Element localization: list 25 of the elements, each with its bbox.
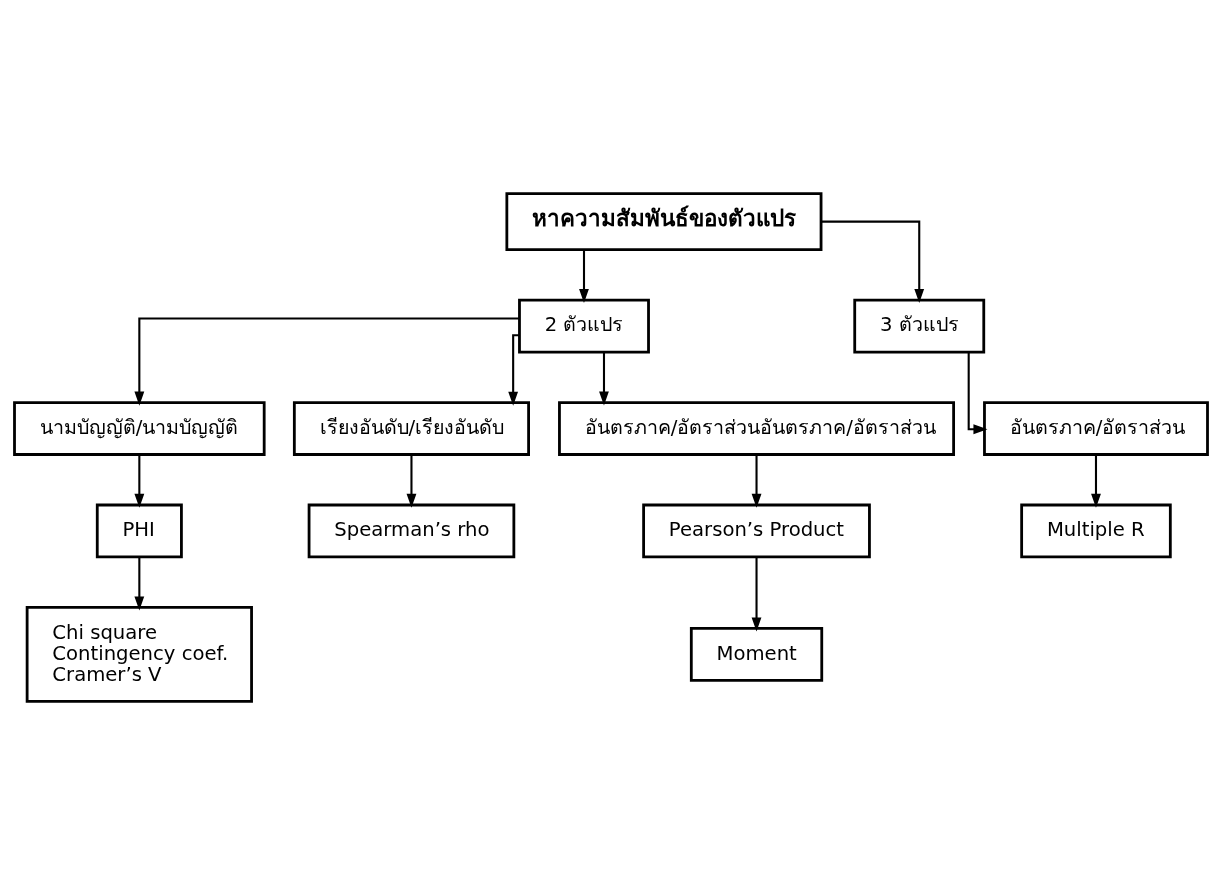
arrow xyxy=(579,249,589,303)
node-box: เรียงอันดับ/เรียงอันดับ xyxy=(292,400,530,456)
node-box: อันตรภาค/อัตราส่วน xyxy=(983,400,1209,456)
arrow xyxy=(821,220,925,303)
arrow xyxy=(599,352,609,405)
node-box: Moment xyxy=(689,626,824,682)
node-box: Pearson’s Product xyxy=(642,503,871,558)
node-box: Multiple R xyxy=(1020,503,1172,558)
node-box: 3 ตัวแปร xyxy=(853,298,986,354)
arrow xyxy=(1091,454,1101,508)
node-box: นามบัญญัติ/นามบัญญัติ xyxy=(13,400,266,456)
arrow xyxy=(751,556,762,631)
arrow xyxy=(134,556,145,610)
node-box: 2 ตัวแปร xyxy=(518,298,650,354)
node-box: Chi square Contingency coef. Cramer’s V xyxy=(25,605,253,703)
node-box: อันตรภาค/อัตราส่วนอันตรภาค/อัตราส่วน xyxy=(558,400,955,456)
arrow xyxy=(406,454,417,508)
node-box: PHI xyxy=(95,503,183,558)
arrow xyxy=(967,351,988,434)
arrow xyxy=(751,454,762,508)
arrow xyxy=(508,333,520,406)
arrow xyxy=(134,316,520,406)
node-box: หาความสัมพันธ์ของตัวแปร xyxy=(505,191,823,251)
arrow xyxy=(134,454,145,508)
node-box: Spearman’s rho xyxy=(307,503,516,558)
